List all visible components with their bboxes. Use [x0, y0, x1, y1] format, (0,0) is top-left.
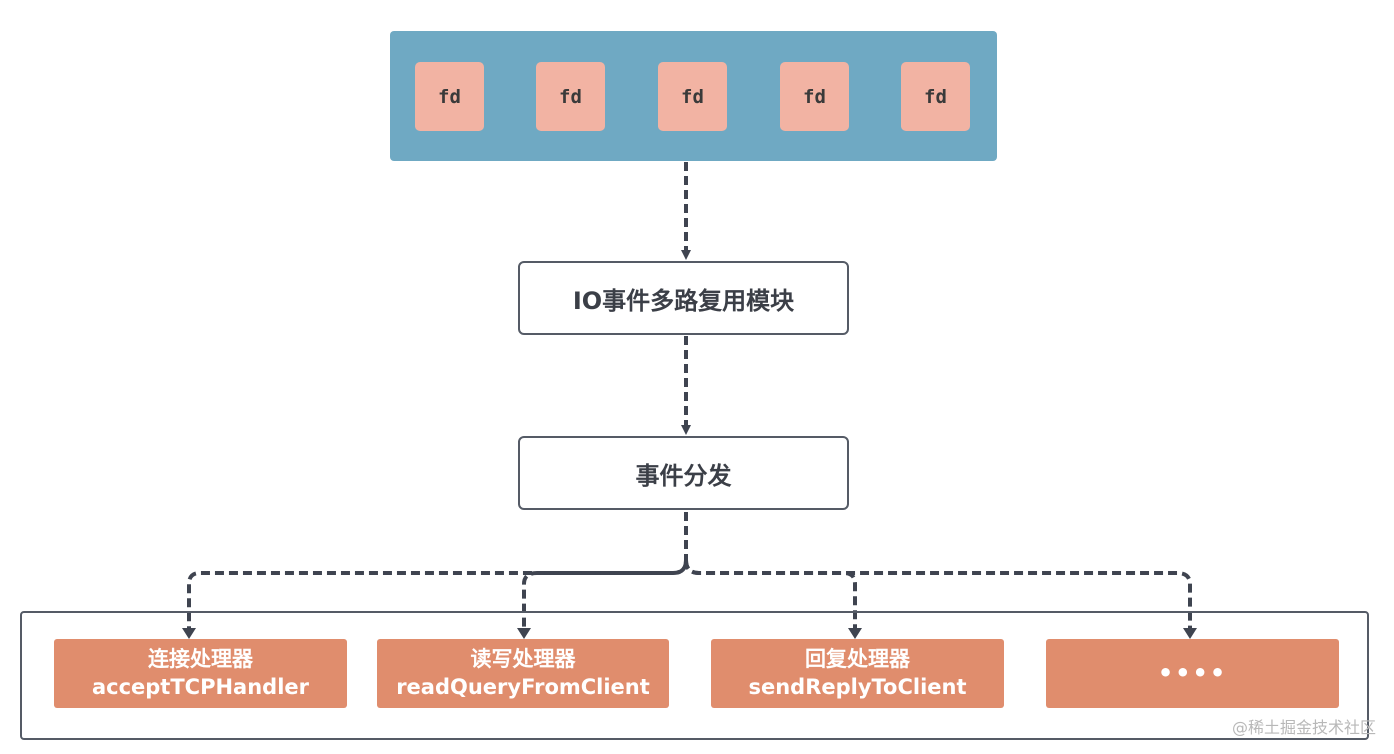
arrow-branch-2 [522, 559, 688, 633]
handler-accept-title: 连接处理器 [148, 647, 253, 672]
fd-box-2: fd [536, 62, 605, 131]
event-dispatch-label: 事件分发 [635, 461, 732, 490]
handler-read-write-title: 读写处理器 [470, 647, 576, 672]
fd-set-container: fd fd fd fd fd [390, 31, 997, 161]
handler-more-ellipsis: •••• [1157, 658, 1228, 687]
watermark: @稀土掘金技术社区 [1231, 718, 1376, 737]
handler-read-write-function: readQueryFromClient [396, 674, 650, 699]
io-multiplexing-node: IO事件多路复用模块 [518, 261, 849, 335]
handler-read-write: 读写处理器 readQueryFromClient [377, 639, 669, 708]
handler-accept-function: acceptTCPHandler [91, 674, 310, 699]
io-multiplexing-label: IO事件多路复用模块 [572, 286, 795, 315]
handler-accept: 连接处理器 acceptTCPHandler [54, 639, 347, 708]
arrowhead-1 [182, 628, 196, 639]
fd-box-5: fd [901, 62, 970, 131]
fd-box-3: fd [658, 62, 727, 131]
handler-reply: 回复处理器 sendReplyToClient [711, 639, 1004, 708]
handler-group [20, 611, 1369, 740]
event-dispatch-node: 事件分发 [518, 436, 849, 510]
arrowhead-4 [1183, 628, 1197, 639]
handler-reply-function: sendReplyToClient [748, 674, 967, 699]
arrow-branch-4 [684, 559, 1192, 633]
handler-more: •••• [1046, 639, 1339, 708]
arrowhead-3 [848, 628, 862, 639]
handler-reply-title: 回复处理器 [805, 647, 910, 672]
fd-box-1: fd [415, 62, 484, 131]
fd-box-4: fd [780, 62, 849, 131]
arrowhead-2 [517, 628, 531, 639]
